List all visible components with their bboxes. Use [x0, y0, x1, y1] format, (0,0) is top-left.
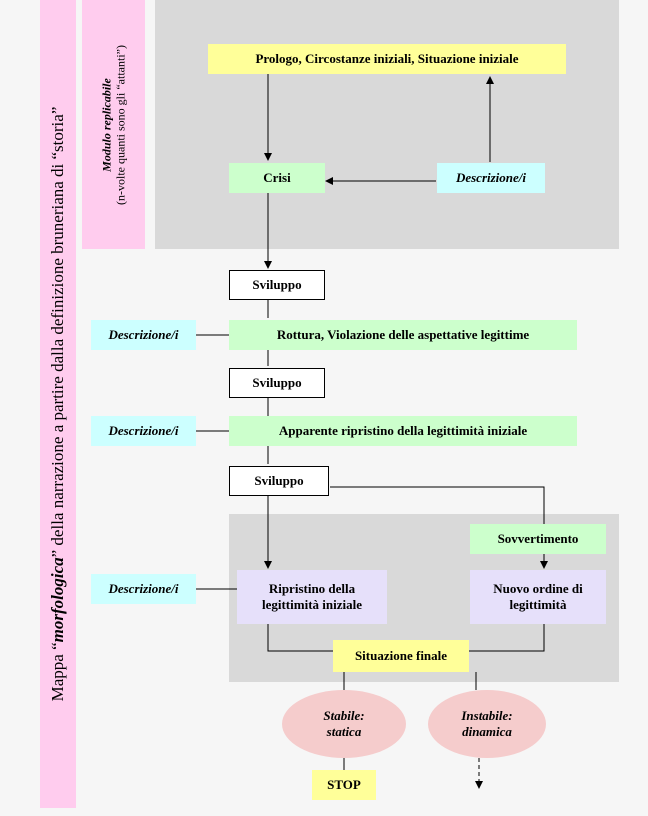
replicable-module-panel — [155, 0, 619, 249]
module-label-box — [82, 0, 145, 249]
line-nuovo-finale — [469, 624, 545, 652]
node-sviluppo-2: Sviluppo — [229, 368, 325, 398]
node-stop: STOP — [312, 770, 376, 800]
node-situazione-finale: Situazione finale — [333, 640, 469, 672]
node-apparente: Apparente ripristino della legittimità i… — [229, 416, 577, 446]
node-sviluppo-1: Sviluppo — [229, 270, 325, 300]
node-descrizione-2: Descrizione/i — [91, 416, 196, 446]
node-instabile: Instabile: dinamica — [428, 690, 546, 758]
side-title-strip — [40, 0, 76, 808]
node-prologo: Prologo, Circostanze iniziali, Situazion… — [208, 44, 566, 74]
node-descrizione-1: Descrizione/i — [91, 320, 196, 350]
node-sviluppo-3: Sviluppo — [229, 466, 329, 496]
line-sviluppo3-sovvertimento — [330, 486, 545, 524]
node-rottura: Rottura, Violazione delle aspettative le… — [229, 320, 577, 350]
node-descrizione-top: Descrizione/i — [437, 163, 545, 193]
node-ripristino: Ripristino della legittimità iniziale — [237, 570, 387, 624]
node-nuovo-ordine: Nuovo ordine di legittimità — [470, 570, 606, 624]
node-stabile: Stabile: statica — [282, 690, 406, 758]
node-sovvertimento: Sovvertimento — [470, 524, 606, 554]
line-ripristino-finale — [267, 624, 333, 652]
node-crisi: Crisi — [229, 163, 325, 193]
node-descrizione-3: Descrizione/i — [91, 574, 196, 604]
